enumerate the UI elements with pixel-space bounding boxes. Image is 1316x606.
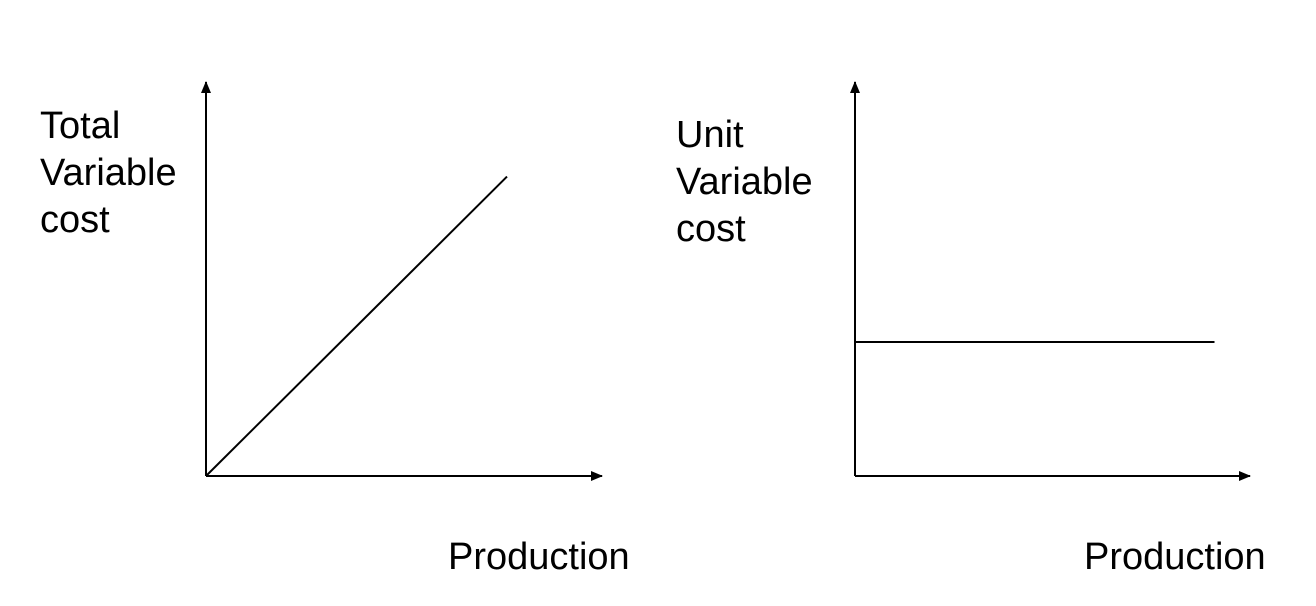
total-variable-cost-chart: Total Variable cost Production: [40, 81, 630, 578]
unit-variable-cost-chart: Unit Variable cost Production: [676, 81, 1266, 578]
y-axis-label-line-3: cost: [676, 208, 746, 250]
x-axis-label: Production: [448, 536, 630, 578]
y-axis-label-line-1: Total: [40, 105, 120, 147]
x-axis-label: Production: [1084, 536, 1266, 578]
y-axis-label: Total Variable cost: [40, 105, 187, 241]
y-axis-label-line-2: Variable: [676, 161, 813, 203]
y-axis-label-line-3: cost: [40, 199, 110, 241]
y-axis-label-line-1: Unit: [676, 114, 744, 156]
y-axis-label: Unit Variable cost: [676, 114, 823, 250]
total-variable-cost-line: [205, 175, 508, 477]
y-axis-label-line-2: Variable: [40, 152, 177, 194]
